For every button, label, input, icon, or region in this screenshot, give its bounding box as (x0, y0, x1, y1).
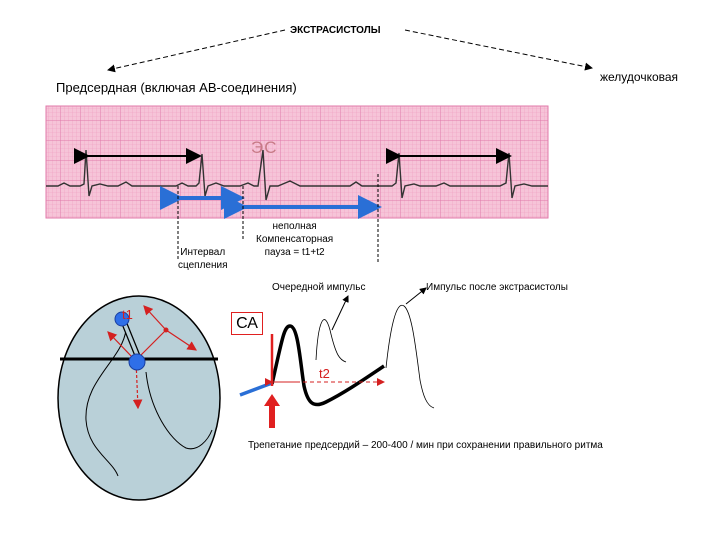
next-impulse-label: Очередной импульс (272, 282, 366, 293)
coupling-interval-label-line2: сцепления (178, 260, 228, 271)
heart-oval (57, 295, 221, 501)
title-branch-arrows (107, 29, 593, 73)
atrial-extrasystole-label: Предсердная (включая АВ-соединения) (56, 80, 297, 95)
coupling-interval-label: Интервал сцепления (178, 246, 228, 272)
ventricular-extrasystole-label: желудочковая (600, 70, 679, 84)
atrial-flutter-note: Трепетание предсердий – 200-400 / мин пр… (248, 440, 603, 451)
ecg-trace (46, 149, 548, 201)
t1-label: t1 (122, 307, 133, 322)
sinoatrial-node-label: СА (231, 312, 263, 335)
ecg-strip (45, 105, 549, 262)
t2-label: t2 (319, 366, 330, 381)
action-potential-diagram (239, 287, 435, 428)
sinus-node-icon (128, 353, 146, 371)
compensatory-pause-label: неполная Компенсаторная пауза = t1+t2 (256, 221, 334, 258)
after-extrasystole-impulse-label: Импульс после экстрасистолы (426, 282, 568, 293)
origin-node-icon (114, 311, 130, 327)
page-title: ЭКСТРАСИСТОЛЫ (290, 25, 381, 36)
extrasystole-marker-label: ЭС (251, 138, 278, 157)
stimulus-arrow-icon (264, 394, 280, 428)
coupling-interval-label-line1: Интервал (180, 247, 226, 258)
